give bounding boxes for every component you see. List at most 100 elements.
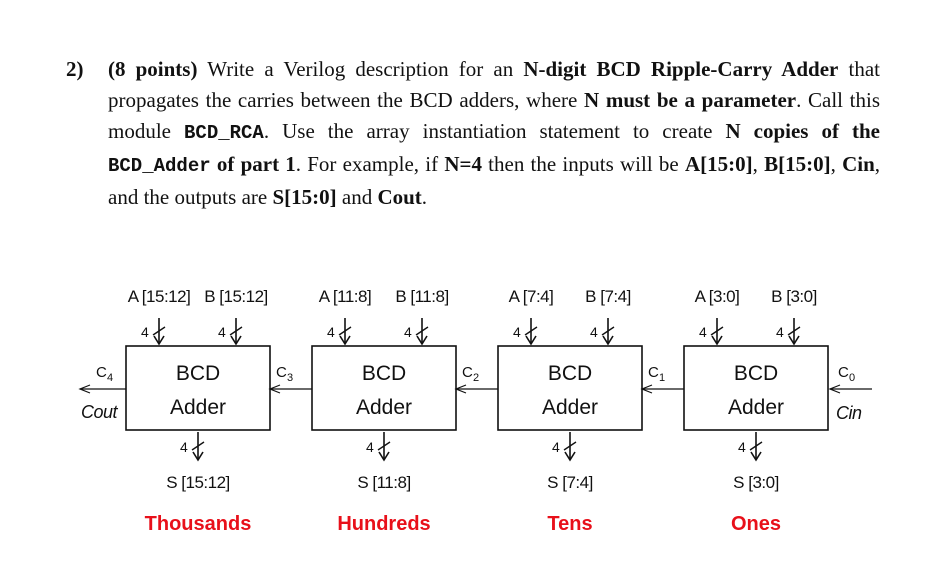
text-run-bold: Cout	[377, 185, 422, 209]
carry-arrowhead	[268, 384, 281, 394]
box-label-line2: Adder	[728, 396, 784, 419]
carry-label: C	[462, 364, 473, 381]
text-run-bold: N must be a parameter	[584, 88, 797, 112]
bus-width-label: 4	[366, 439, 374, 455]
module-name: BCD_RCA	[184, 122, 264, 144]
bus-arrowhead	[788, 335, 800, 346]
bcd-adder-stage: BCD Adder A [7:4] B [7:4] 4 4 4 S [7:4] Tens	[497, 287, 643, 535]
box-label-line1: BCD	[548, 362, 592, 385]
input-b-label: B [7:4]	[585, 287, 631, 306]
input-a-label: A [7:4]	[509, 287, 554, 306]
bus-slash	[338, 326, 352, 336]
carry-label-sub: 2	[473, 372, 479, 384]
bus-width-label: 4	[141, 324, 149, 340]
adder-chain: BCD Adder A [15:12] B [15:12] 4 4 4 S [15:12] Th…	[125, 287, 829, 535]
input-a-label: A [3:0]	[695, 287, 740, 306]
bus-slash	[191, 441, 205, 451]
carry-label-sub: 0	[849, 372, 855, 384]
text-run-bold: of part 1	[210, 152, 296, 176]
text-run-bold: N=4	[444, 152, 482, 176]
digit-place-label: Hundreds	[337, 513, 430, 535]
bus-arrowhead	[153, 335, 165, 346]
box-label-line2: Adder	[542, 396, 598, 419]
bcd-adder-box	[311, 345, 457, 431]
output-s-label: S [15:12]	[166, 473, 230, 492]
bus-arrowhead	[564, 451, 576, 462]
bus-slash	[749, 441, 763, 451]
output-s-label: S [11:8]	[357, 473, 410, 492]
bcd-adder-box	[497, 345, 643, 431]
text-run: Write a Verilog description for an	[197, 57, 524, 81]
text-run: and	[336, 185, 378, 209]
digit-place-label: Ones	[731, 513, 781, 535]
text-run: . For example, if	[295, 152, 445, 176]
module-name: BCD_Adder	[108, 155, 211, 177]
carry-label: C	[838, 364, 849, 381]
text-run: ,	[752, 152, 765, 176]
text-run-bold: N-digit BCD Ripple-Carry Adder	[523, 57, 839, 81]
output-s-label: S [7:4]	[547, 473, 593, 492]
bus-slash	[710, 326, 724, 336]
bus-slash	[229, 326, 243, 336]
text-run: ,	[830, 152, 843, 176]
digit-place-label: Thousands	[145, 513, 252, 535]
input-b-label: B [15:12]	[204, 287, 268, 306]
carry-label-sub: 1	[659, 372, 665, 384]
carry-label-sub: 4	[107, 372, 113, 384]
carry-label: C	[276, 364, 287, 381]
bus-width-label: 4	[699, 324, 707, 340]
carry-arrowhead	[454, 384, 467, 394]
output-s-label: S [3:0]	[733, 473, 779, 492]
cin-label: Cin	[836, 403, 862, 423]
bus-arrowhead	[230, 335, 242, 346]
carry-label: C	[96, 364, 107, 381]
bus-slash	[524, 326, 538, 336]
bcd-adder-box	[125, 345, 271, 431]
bcd-adder-box	[683, 345, 829, 431]
bus-arrowhead	[525, 335, 537, 346]
input-b-label: B [11:8]	[395, 287, 448, 306]
box-label-line1: BCD	[362, 362, 406, 385]
cout-arrowhead	[78, 384, 91, 394]
box-label-line2: Adder	[356, 396, 412, 419]
text-run-bold: B[15:0]	[764, 152, 831, 176]
digit-place-label: Tens	[547, 513, 592, 535]
carry-label: C	[648, 364, 659, 381]
bus-width-label: 4	[776, 324, 784, 340]
text-run: then the inputs will be	[481, 152, 685, 176]
box-label-line2: Adder	[170, 396, 226, 419]
bus-slash	[152, 326, 166, 336]
bus-slash	[415, 326, 429, 336]
box-label-line1: BCD	[734, 362, 778, 385]
cin-arrowhead	[828, 384, 841, 394]
bus-arrowhead	[602, 335, 614, 346]
bus-slash	[601, 326, 615, 336]
text-run-bold: S[15:0]	[272, 185, 337, 209]
bus-width-label: 4	[590, 324, 598, 340]
text-run: . Use the array instantiation statement …	[263, 119, 726, 143]
input-a-label: A [15:12]	[128, 287, 191, 306]
problem-text: (8 points) Write a Verilog description f…	[108, 54, 880, 213]
text-run: that propagates the carries between the …	[108, 57, 880, 112]
problem-number: 2)	[66, 57, 84, 81]
problem-statement: 2) (8 points) Write a Verilog descriptio…	[60, 54, 880, 213]
cout-label: Cout	[81, 402, 119, 422]
bcd-adder-stage: BCD Adder A [3:0] B [3:0] 4 4 4 S [3:0] Ones	[683, 287, 829, 535]
text-run-bold: Cin	[842, 152, 875, 176]
points-label: (8 points)	[108, 57, 198, 81]
bus-width-label: 4	[513, 324, 521, 340]
text-run: .	[421, 185, 428, 209]
input-b-label: B [3:0]	[771, 287, 817, 306]
text-run: . Call this module	[108, 88, 880, 143]
bus-width-label: 4	[738, 439, 746, 455]
bus-width-label: 4	[552, 439, 560, 455]
bus-arrowhead	[750, 451, 762, 462]
bus-width-label: 4	[218, 324, 226, 340]
bus-arrowhead	[339, 335, 351, 346]
bus-arrowhead	[192, 451, 204, 462]
text-run: , and the outputs are	[108, 152, 880, 209]
